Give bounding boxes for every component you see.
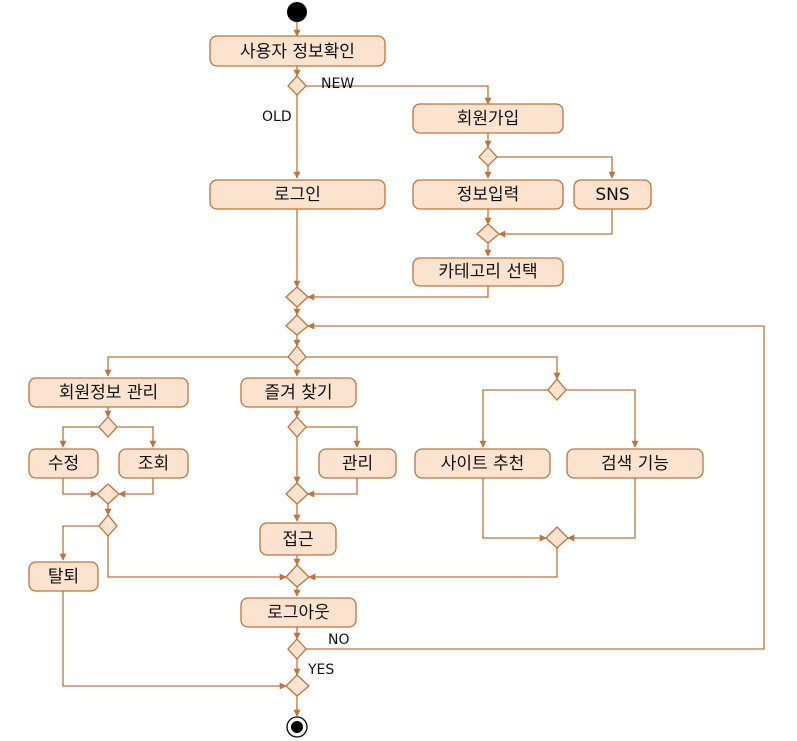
decision-main-menu bbox=[287, 344, 307, 367]
edge-view-to-d8 bbox=[118, 478, 154, 498]
svg-text:사용자 정보확인: 사용자 정보확인 bbox=[240, 42, 355, 62]
decision-withdraw bbox=[98, 513, 118, 537]
svg-text:사이트 추천: 사이트 추천 bbox=[441, 454, 525, 474]
edge-d9-to-d13 bbox=[107, 536, 287, 581]
merge-loop bbox=[285, 314, 309, 336]
decision-continue bbox=[287, 638, 307, 660]
decision-signup-method bbox=[478, 146, 498, 167]
svg-text:검색 기능: 검색 기능 bbox=[601, 454, 669, 474]
edges bbox=[59, 22, 765, 717]
edge-d11-to-site-recommend bbox=[479, 389, 548, 448]
label-old: OLD bbox=[262, 109, 292, 125]
node-logout: 로그아웃 bbox=[240, 597, 357, 628]
node-member-info-manage: 회원정보 관리 bbox=[28, 377, 189, 408]
node-search-function: 검색 기능 bbox=[566, 448, 704, 479]
edge-search-to-d14 bbox=[567, 478, 636, 542]
label-yes: YES bbox=[307, 662, 334, 678]
edge-d7-to-view bbox=[117, 426, 157, 448]
node-login: 로그인 bbox=[209, 179, 386, 210]
svg-text:SNS: SNS bbox=[595, 185, 629, 205]
svg-text:관리: 관리 bbox=[342, 454, 373, 474]
decisions bbox=[96, 75, 569, 697]
decision-new-old bbox=[287, 75, 307, 96]
node-info-input: 정보입력 bbox=[412, 179, 564, 210]
label-no: NO bbox=[328, 632, 350, 648]
node-withdraw: 탈퇴 bbox=[28, 561, 99, 592]
edge-category-to-d4 bbox=[307, 286, 489, 301]
edge-d7-to-edit bbox=[59, 426, 99, 448]
svg-text:접근: 접근 bbox=[282, 530, 313, 550]
svg-text:회원정보 관리: 회원정보 관리 bbox=[59, 383, 158, 403]
svg-text:조회: 조회 bbox=[138, 454, 169, 474]
node-sign-up: 회원가입 bbox=[412, 103, 564, 134]
node-access: 접근 bbox=[259, 522, 337, 556]
merge-favorites bbox=[285, 482, 309, 505]
node-site-recommend: 사이트 추천 bbox=[414, 448, 551, 479]
edge-d14-to-d13 bbox=[308, 548, 558, 581]
start-node bbox=[287, 2, 307, 22]
decision-member-info bbox=[98, 416, 118, 438]
edge-sns-to-d3 bbox=[498, 209, 613, 238]
merge-end bbox=[285, 674, 310, 697]
edge-d11-to-search bbox=[566, 389, 639, 448]
node-manage: 관리 bbox=[318, 448, 397, 479]
svg-text:로그인: 로그인 bbox=[274, 185, 321, 205]
end-node bbox=[286, 716, 308, 738]
edge-d6-to-d11 bbox=[306, 356, 561, 380]
decision-site-search bbox=[547, 377, 567, 401]
edge-edit-to-d8 bbox=[62, 478, 98, 498]
node-view: 조회 bbox=[118, 448, 189, 479]
merge-login-signup bbox=[285, 286, 309, 308]
node-category-select: 카테고리 선택 bbox=[412, 257, 564, 287]
edge-d6-to-member-info bbox=[104, 356, 288, 377]
svg-text:정보입력: 정보입력 bbox=[457, 185, 520, 205]
edge-d9-to-withdraw bbox=[59, 525, 99, 561]
decision-favorites bbox=[287, 416, 307, 438]
merge-signup-method bbox=[476, 223, 500, 244]
svg-text:카테고리 선택: 카테고리 선택 bbox=[438, 262, 537, 282]
edge-d1-new-to-signup bbox=[306, 85, 492, 105]
node-sns: SNS bbox=[573, 179, 652, 210]
merge-edit-view bbox=[96, 483, 120, 505]
edge-d2-to-sns bbox=[497, 156, 616, 179]
edge-d15-no-loop bbox=[306, 322, 765, 650]
edge-site-recommend-to-d14 bbox=[482, 478, 547, 542]
node-check-user-info: 사용자 정보확인 bbox=[209, 35, 386, 67]
merge-before-logout bbox=[285, 564, 310, 588]
svg-text:탈퇴: 탈퇴 bbox=[48, 567, 79, 587]
svg-text:회원가입: 회원가입 bbox=[457, 109, 520, 129]
svg-text:즐겨 찾기: 즐겨 찾기 bbox=[265, 383, 333, 403]
label-new: NEW bbox=[321, 76, 354, 92]
svg-text:로그아웃: 로그아웃 bbox=[267, 603, 330, 623]
merge-site-search bbox=[545, 526, 569, 549]
edge-withdraw-to-d16 bbox=[62, 591, 287, 690]
node-edit: 수정 bbox=[28, 448, 99, 479]
edge-d10-to-manage bbox=[306, 426, 361, 448]
svg-text:수정: 수정 bbox=[48, 454, 79, 474]
node-favorites: 즐겨 찾기 bbox=[240, 377, 357, 408]
edge-manage-to-d12 bbox=[307, 478, 358, 498]
